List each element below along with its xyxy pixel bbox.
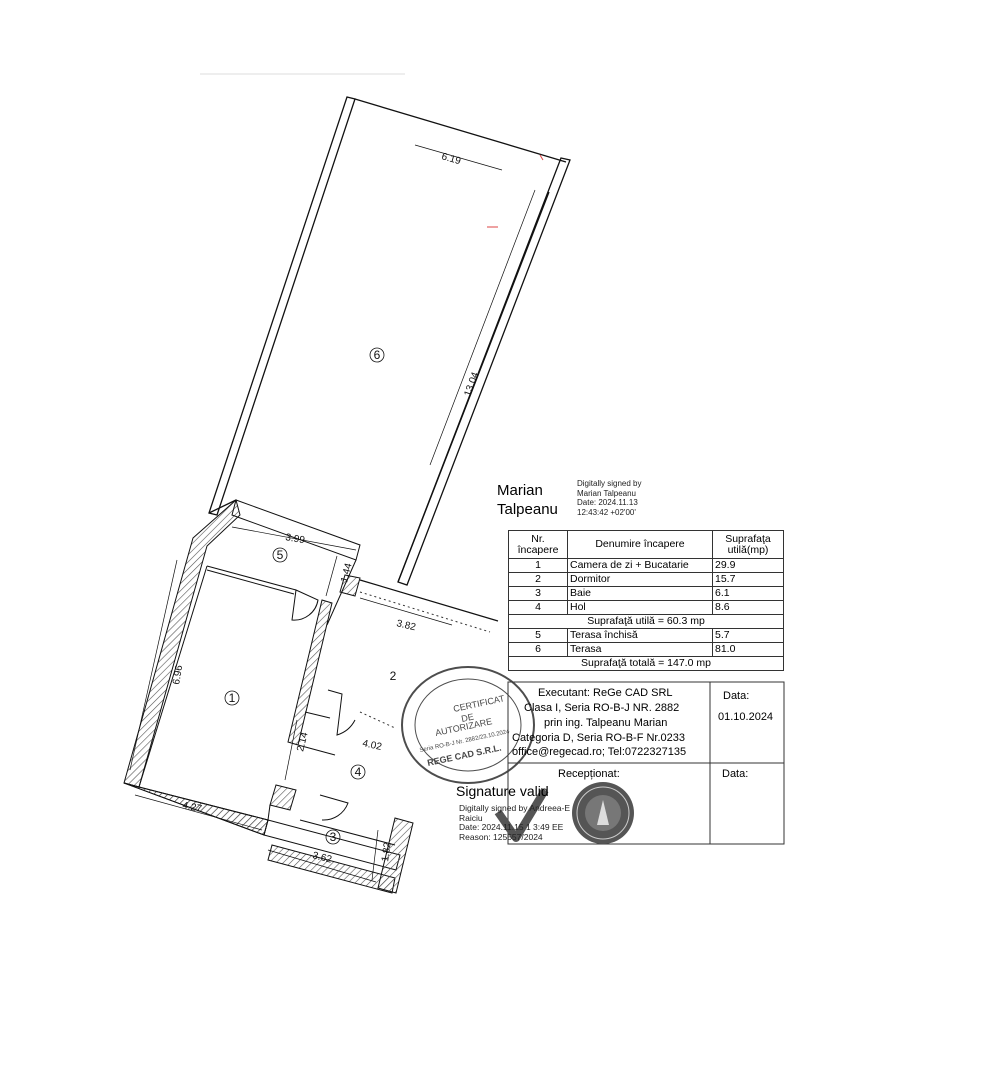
- signature2-line2: Raiciu: [459, 812, 483, 823]
- svg-text:DE: DE: [460, 712, 474, 724]
- room-marker-1: 1: [224, 690, 240, 706]
- grand-total: Suprafaţă totală = 147.0 mp: [508, 656, 784, 671]
- terrace-outline: [208, 96, 571, 586]
- interior-lines: [138, 559, 396, 846]
- row-area: 81.0: [712, 642, 784, 657]
- svg-text:4: 4: [355, 765, 362, 779]
- receptionat-label: Recepționat:: [558, 768, 620, 780]
- row-area: 8.6: [712, 600, 784, 615]
- row-area: 15.7: [712, 572, 784, 587]
- room-marker-4: 4: [350, 764, 366, 780]
- row-nr: 4: [508, 600, 568, 615]
- table-header-row: Nr. încapere Denumire încapere Suprafaţa…: [508, 530, 784, 559]
- svg-text:5: 5: [277, 548, 284, 562]
- executant-frame: [507, 681, 785, 845]
- dim-closed-terrace-width: 3.99: [284, 532, 306, 546]
- dim-hall-depth: 2.14: [295, 731, 310, 753]
- table-row: 6 Terasa 81.0: [508, 642, 784, 657]
- dim-terrace-width: 6.19: [440, 151, 462, 167]
- table-row: 5 Terasa închisă 5.7: [508, 628, 784, 643]
- signer-last-name: Talpeanu: [497, 501, 558, 518]
- header-nr: Nr. încapere: [508, 530, 568, 559]
- useful-total: Suprafaţă utilă = 60.3 mp: [508, 614, 784, 629]
- executant-line5: office@regecad.ro; Tel:0722327135: [512, 746, 687, 758]
- dim-closed-terrace-depth: 1.44: [339, 562, 354, 584]
- room-markers: 1 2 3 4 5 6: [224, 347, 397, 845]
- table-row: 2 Dormitor 15.7: [508, 572, 784, 587]
- signer-first-name: Marian: [497, 482, 543, 499]
- data-value: 01.10.2024: [718, 711, 774, 723]
- room-marker-6: 6: [369, 347, 385, 363]
- svg-text:3: 3: [330, 830, 337, 844]
- executant-line1: Executant: ReGe CAD SRL: [538, 687, 673, 699]
- row-nr: 6: [508, 642, 568, 657]
- table-row: 1 Camera de zi + Bucatarie 29.9: [508, 558, 784, 573]
- executant-line2: Clasa I, Seria RO-B-J NR. 2882: [524, 702, 680, 714]
- signer-time: 12:43:42 +02'00': [577, 507, 636, 517]
- signer-details: Digitally signed by Marian Talpeanu Date…: [577, 479, 641, 517]
- data-label-2: Data:: [722, 768, 749, 780]
- row-area: 6.1: [712, 586, 784, 601]
- row-area: 29.9: [712, 558, 784, 573]
- signature2-line1: Digitally signed by Andreea-E: [459, 803, 571, 813]
- room-marker-2: 2: [390, 669, 397, 683]
- header-name: Denumire încapere: [567, 530, 713, 559]
- signer-signed-label: Digitally signed by: [577, 479, 642, 488]
- signer-date: Date: 2024.11.13: [577, 498, 638, 507]
- table-row: 3 Baie 6.1: [508, 586, 784, 601]
- row-nr: 3: [508, 586, 568, 601]
- area-table: Nr. încapere Denumire încapere Suprafaţa…: [508, 530, 784, 671]
- red-marks: [487, 154, 544, 228]
- svg-text:1: 1: [229, 691, 236, 705]
- row-name: Terasa închisă: [567, 628, 713, 643]
- executant-line4: Categoria D, Seria RO-B-F Nr.0233: [512, 732, 686, 744]
- row-name: Hol: [567, 600, 713, 615]
- signature2-line4: Reason: 125557/2024: [459, 831, 543, 842]
- dim-bedroom-depth: 4.02: [361, 738, 383, 753]
- row-name: Camera de zi + Bucatarie: [567, 558, 713, 573]
- dim-living-length: 6.96: [171, 664, 185, 686]
- signature2-details: Digitally signed by Andreea-E Raiciu Dat…: [459, 803, 571, 842]
- grand-total-row: Suprafaţă totală = 147.0 mp: [508, 656, 784, 671]
- dim-living-width: 4.27: [181, 800, 203, 815]
- dim-bath-width: 3.62: [311, 850, 333, 865]
- row-name: Baie: [567, 586, 713, 601]
- room-marker-3: 3: [325, 829, 341, 845]
- row-name: Terasa: [567, 642, 713, 657]
- signature-valid: Signature valid: [456, 783, 549, 799]
- room-marker-5: 5: [272, 547, 288, 563]
- row-nr: 1: [508, 558, 568, 573]
- signer-name: Marian Talpeanu: [497, 481, 558, 519]
- svg-text:6: 6: [374, 348, 381, 362]
- signer-signed-name: Marian Talpeanu: [577, 488, 637, 498]
- table-row: 4 Hol 8.6: [508, 600, 784, 615]
- dim-bath-depth: 1.82: [380, 841, 394, 862]
- signature2-line3: Date: 2024.11.15 1 3:49 EE: [459, 822, 564, 832]
- row-nr: 5: [508, 628, 568, 643]
- executant-line3: prin ing. Talpeanu Marian: [544, 717, 668, 729]
- apartment-walls: [123, 499, 499, 894]
- row-name: Dormitor: [567, 572, 713, 587]
- header-area: Suprafaţa utilă(mp): [712, 530, 784, 559]
- row-area: 5.7: [712, 628, 784, 643]
- dim-bedroom-width: 3.82: [395, 618, 417, 633]
- useful-total-row: Suprafaţă utilă = 60.3 mp: [508, 614, 784, 629]
- dimension-lines: [129, 144, 536, 883]
- row-nr: 2: [508, 572, 568, 587]
- dim-terrace-length: 13.04: [462, 370, 481, 398]
- checkmark-icon: [494, 787, 549, 842]
- svg-text:CERTIFICAT: CERTIFICAT: [452, 693, 506, 714]
- executant-block: Executant: ReGe CAD SRL Clasa I, Seria R…: [508, 682, 784, 844]
- seal-icon: [572, 782, 634, 844]
- svg-text:2: 2: [390, 669, 397, 683]
- data-label: Data:: [723, 690, 750, 702]
